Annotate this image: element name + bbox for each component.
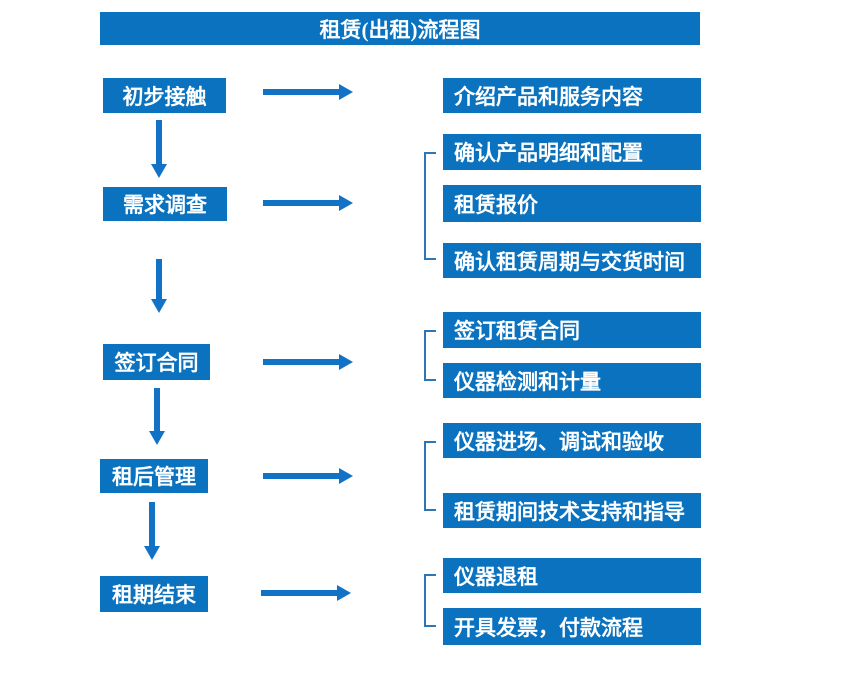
arrow-down-icon — [151, 259, 167, 313]
arrow-down-icon — [149, 388, 165, 445]
arrow-right-icon — [263, 468, 353, 484]
step-box-initial-contact: 初步接触 — [103, 78, 226, 113]
detail-box-confirm-product-details-config: 确认产品明细和配置 — [443, 134, 701, 170]
detail-box-instrument-testing-metering: 仪器检测和计量 — [443, 363, 701, 398]
flowchart-title-bar: 租赁(出租)流程图 — [100, 12, 700, 45]
arrow-head — [149, 431, 165, 445]
arrow-shaft — [156, 120, 162, 165]
arrow-shaft — [261, 590, 338, 596]
detail-box-sign-rental-contract: 签订租赁合同 — [443, 312, 701, 348]
detail-box-invoice-payment-process: 开具发票，付款流程 — [443, 608, 701, 645]
bracket-connector — [424, 330, 436, 381]
bracket-connector — [424, 152, 436, 260]
arrow-shaft — [149, 502, 155, 547]
bracket-connector — [424, 441, 436, 511]
arrow-shaft — [156, 259, 162, 300]
arrow-head — [337, 585, 351, 601]
arrow-right-icon — [261, 585, 351, 601]
arrow-head — [339, 84, 353, 100]
arrow-head — [339, 354, 353, 370]
step-box-demand-survey: 需求调查 — [103, 187, 227, 221]
detail-box-instrument-arrival-debug-acceptance: 仪器进场、调试和验收 — [443, 423, 701, 458]
arrow-down-icon — [151, 120, 167, 178]
step-box-post-rental-management: 租后管理 — [100, 459, 208, 493]
arrow-head — [151, 164, 167, 178]
detail-box-rental-quote: 租赁报价 — [443, 185, 701, 222]
arrow-right-icon — [263, 195, 353, 211]
arrow-shaft — [263, 200, 340, 206]
detail-box-instrument-return: 仪器退租 — [443, 558, 701, 593]
arrow-head — [144, 546, 160, 560]
arrow-down-icon — [144, 502, 160, 560]
arrow-head — [151, 299, 167, 313]
arrow-right-icon — [263, 354, 353, 370]
arrow-shaft — [154, 388, 160, 432]
bracket-connector — [424, 574, 436, 627]
arrow-shaft — [263, 359, 340, 365]
arrow-head — [339, 195, 353, 211]
detail-box-confirm-rental-period-delivery: 确认租赁周期与交货时间 — [443, 243, 701, 278]
step-box-rental-end: 租期结束 — [100, 576, 208, 612]
detail-box-introduce-products-services: 介绍产品和服务内容 — [443, 78, 701, 113]
detail-box-rental-tech-support-guidance: 租赁期间技术支持和指导 — [443, 493, 701, 528]
step-box-sign-contract: 签订合同 — [103, 344, 210, 380]
arrow-right-icon — [263, 84, 353, 100]
flowchart-title: 租赁(出租)流程图 — [319, 17, 481, 42]
arrow-head — [339, 468, 353, 484]
arrow-shaft — [263, 89, 340, 95]
arrow-shaft — [263, 473, 340, 479]
